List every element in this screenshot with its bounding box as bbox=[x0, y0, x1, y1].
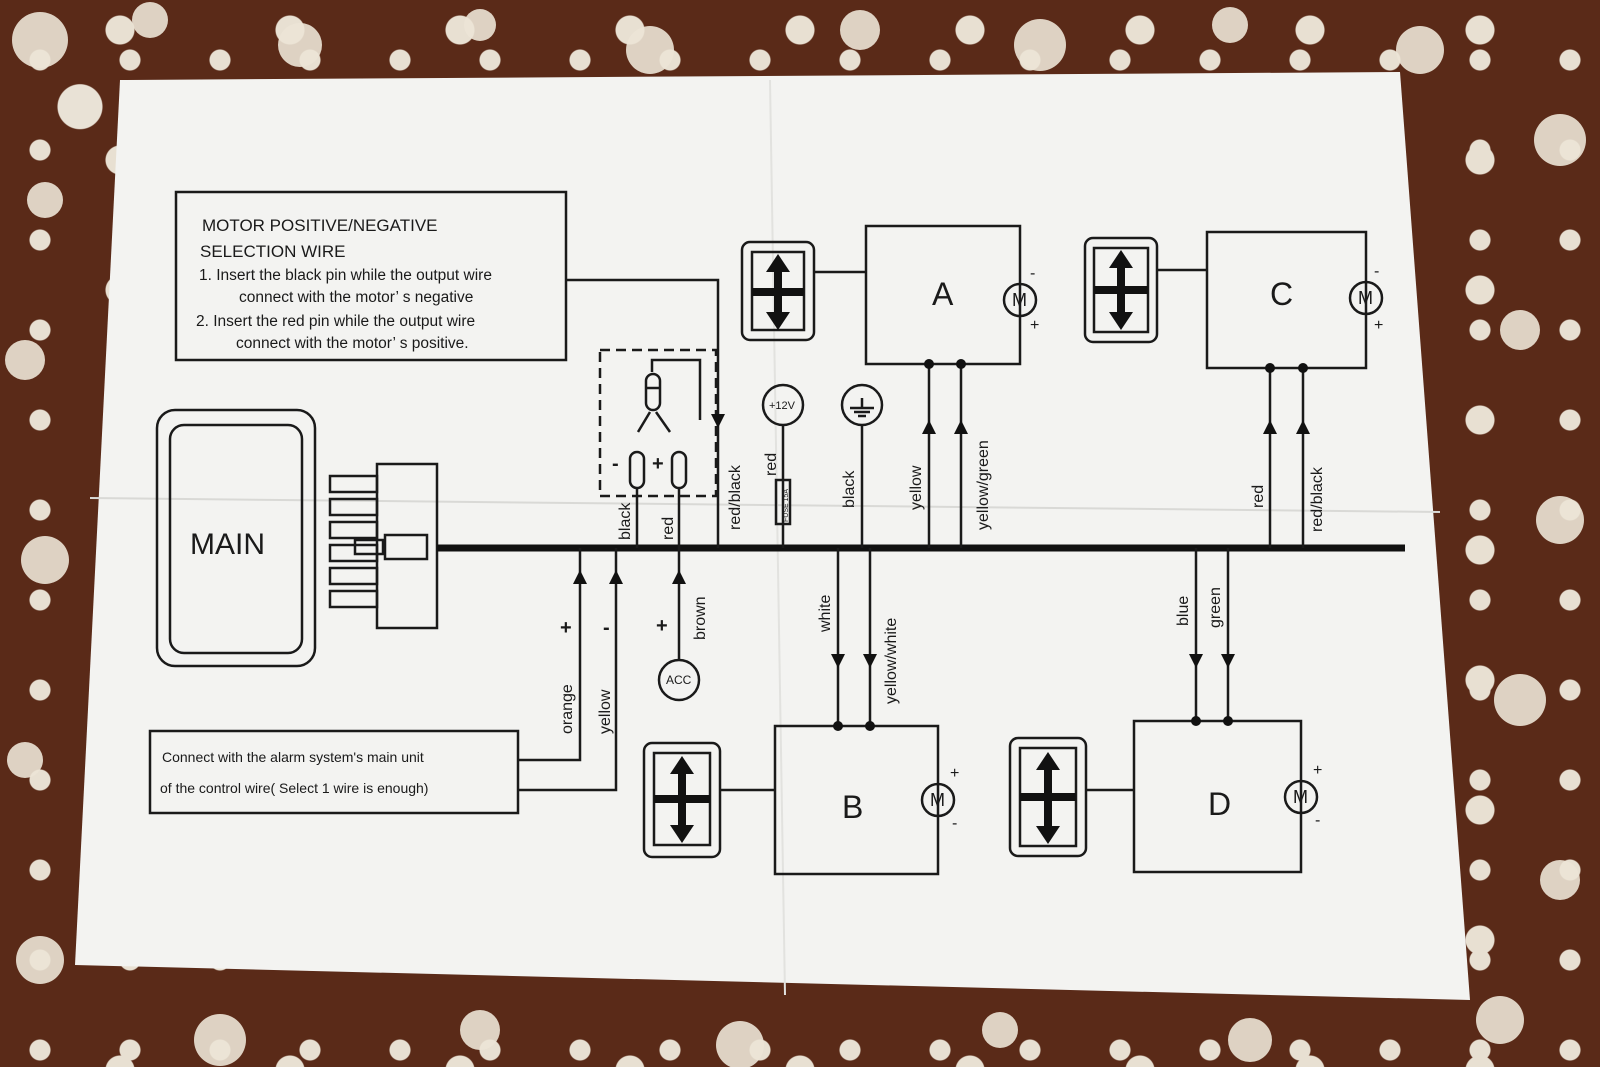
motor-a-plus: + bbox=[1030, 317, 1039, 334]
motor-b-minus: - bbox=[952, 815, 957, 832]
motor-a-minus: - bbox=[1030, 265, 1035, 282]
wire-label-yellow-a: yellow bbox=[908, 465, 925, 510]
switch-c-arrow-icon bbox=[1094, 250, 1148, 330]
fabric-pattern bbox=[5, 2, 1586, 1067]
motor-b-symbol bbox=[920, 782, 956, 818]
motor-b-box bbox=[773, 724, 940, 876]
motor-c-label: C bbox=[1270, 276, 1293, 312]
motor-d-symbol bbox=[1283, 779, 1319, 815]
plus-12v-label: +12V bbox=[769, 400, 796, 412]
motor-d-box bbox=[1132, 719, 1303, 874]
acc-label: ACC bbox=[666, 673, 692, 687]
motor-d-label: D bbox=[1208, 786, 1231, 822]
motor-d-plus: + bbox=[1313, 762, 1322, 779]
wire-label-black: black bbox=[617, 502, 634, 540]
wire-label-red-c: red bbox=[1250, 485, 1267, 508]
wire-label-red-black: red/black bbox=[727, 464, 744, 530]
note-title-line2: SELECTION WIRE bbox=[200, 242, 345, 261]
selector-pin-top bbox=[644, 372, 662, 412]
motor-c-minus: - bbox=[1374, 263, 1379, 280]
main-unit-inner bbox=[168, 423, 304, 655]
wire-arrows bbox=[573, 414, 1310, 668]
wire-label-yellow-alarm: yellow bbox=[597, 689, 614, 734]
note-item2-line2: connect with the motor’ s positive. bbox=[236, 335, 469, 352]
motor-d-m: M bbox=[1293, 787, 1308, 807]
motor-a-label: A bbox=[932, 276, 954, 312]
alarm-box-line1: Connect with the alarm system's main uni… bbox=[162, 749, 424, 765]
alarm-box bbox=[148, 729, 520, 815]
motor-b-m: M bbox=[930, 790, 945, 810]
orange-plus: + bbox=[560, 617, 572, 639]
wire-label-red-black-c: red/black bbox=[1309, 466, 1326, 532]
brown-plus: + bbox=[656, 615, 668, 637]
wire-label-orange: orange bbox=[559, 684, 576, 734]
alarm-box-line2: of the control wire( Select 1 wire is en… bbox=[160, 780, 428, 796]
wire-label-white: white bbox=[817, 595, 834, 633]
yellow-minus: - bbox=[603, 617, 610, 639]
motor-b-plus: + bbox=[950, 765, 959, 782]
wire-label-brown: brown bbox=[692, 596, 709, 640]
note-item2-line1: 2. Insert the red pin while the output w… bbox=[196, 313, 475, 330]
motor-c-box bbox=[1205, 230, 1368, 370]
switch-a-outer bbox=[740, 240, 816, 342]
motor-d-minus: - bbox=[1315, 812, 1320, 829]
connector-pins bbox=[328, 474, 429, 609]
main-unit-label: MAIN bbox=[190, 528, 265, 561]
pin-selector-box bbox=[598, 348, 718, 498]
paper-fold-vertical bbox=[769, 79, 786, 996]
motor-a-m: M bbox=[1012, 290, 1027, 310]
fuse-15a bbox=[774, 478, 792, 526]
wire-label-blue: blue bbox=[1175, 596, 1192, 626]
junction-dots bbox=[833, 359, 1308, 731]
switch-b-outer bbox=[642, 741, 722, 859]
switch-d-outer bbox=[1008, 736, 1088, 858]
motor-c-symbol bbox=[1348, 280, 1384, 316]
note-box bbox=[174, 190, 568, 362]
note-title-line1: MOTOR POSITIVE/NEGATIVE bbox=[202, 216, 438, 235]
motor-b-label: B bbox=[842, 789, 863, 825]
red-pin-plus: + bbox=[652, 453, 664, 475]
motor-a-box bbox=[864, 224, 1022, 366]
switch-b-arrow-icon bbox=[654, 756, 710, 843]
switch-c-outer bbox=[1083, 236, 1159, 344]
note-item1-line1: 1. Insert the black pin while the output… bbox=[199, 267, 492, 284]
main-unit-outer bbox=[155, 408, 317, 668]
wire-label-green: green bbox=[1207, 587, 1224, 628]
black-pin-minus: - bbox=[612, 453, 619, 475]
wire-label-red: red bbox=[660, 517, 677, 540]
wire-label-power-red: red bbox=[763, 453, 780, 476]
acc-terminal bbox=[657, 658, 701, 702]
wire-label-ground-black: black bbox=[841, 470, 858, 508]
note-item1-line2: connect with the motor’ s negative bbox=[239, 289, 473, 306]
switch-arrows bbox=[654, 250, 1148, 844]
motor-c-m: M bbox=[1358, 288, 1373, 308]
switch-d-arrow-icon bbox=[1020, 752, 1076, 844]
switch-a-arrow-icon bbox=[752, 254, 804, 330]
motor-a-symbol bbox=[1002, 282, 1038, 318]
motor-c-plus: + bbox=[1374, 317, 1383, 334]
fuse-label: FUSE 15A bbox=[783, 489, 790, 522]
wire-label-yellow-white: yellow/white bbox=[883, 618, 900, 704]
wire-label-yellow-green: yellow/green bbox=[975, 440, 992, 530]
